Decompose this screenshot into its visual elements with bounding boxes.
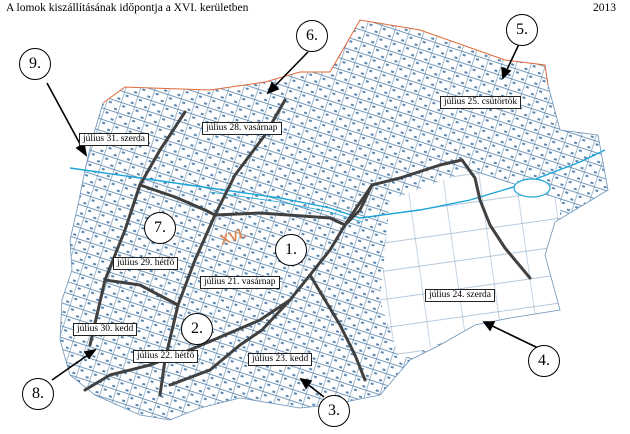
creek-line <box>69 149 606 219</box>
zone-2-number: 2. <box>181 313 213 345</box>
zone-3-date-label: július 23. kedd <box>248 353 313 366</box>
zone-8-date-label: július 30. kedd <box>73 323 138 336</box>
zone-1-number: 1. <box>275 234 307 266</box>
pond <box>513 178 551 198</box>
zone-4-number: 4. <box>528 345 560 377</box>
zone-6-number: 6. <box>296 20 328 52</box>
zone-9-date-label: július 31. szerda <box>79 133 150 146</box>
zone-1-date-label: július 21. vasárnap <box>200 276 280 289</box>
page-year: 2013 <box>593 2 616 14</box>
zone-6-date-label: július 28. vasárnap <box>202 122 282 135</box>
zone-7-date-label: július 29. hétfő <box>113 257 179 270</box>
zone-5-date-label: július 25. csütörtök <box>440 96 522 109</box>
zone-5-number: 5. <box>506 14 538 46</box>
zone-4-date-label: július 24. szerda <box>425 289 496 302</box>
district-border <box>102 19 549 104</box>
zone-7-number: 7. <box>144 212 176 244</box>
arrow-zone-4 <box>483 321 539 349</box>
zone-3-number: 3. <box>318 395 350 427</box>
page-title: A lomok kiszállításának időpontja a XVI.… <box>6 2 249 14</box>
zone-8-number: 8. <box>22 378 54 410</box>
zone-9-number: 9. <box>19 48 51 80</box>
district-label: XVI. <box>218 224 248 247</box>
zone-2-date-label: július 22. hétfő <box>133 350 199 363</box>
